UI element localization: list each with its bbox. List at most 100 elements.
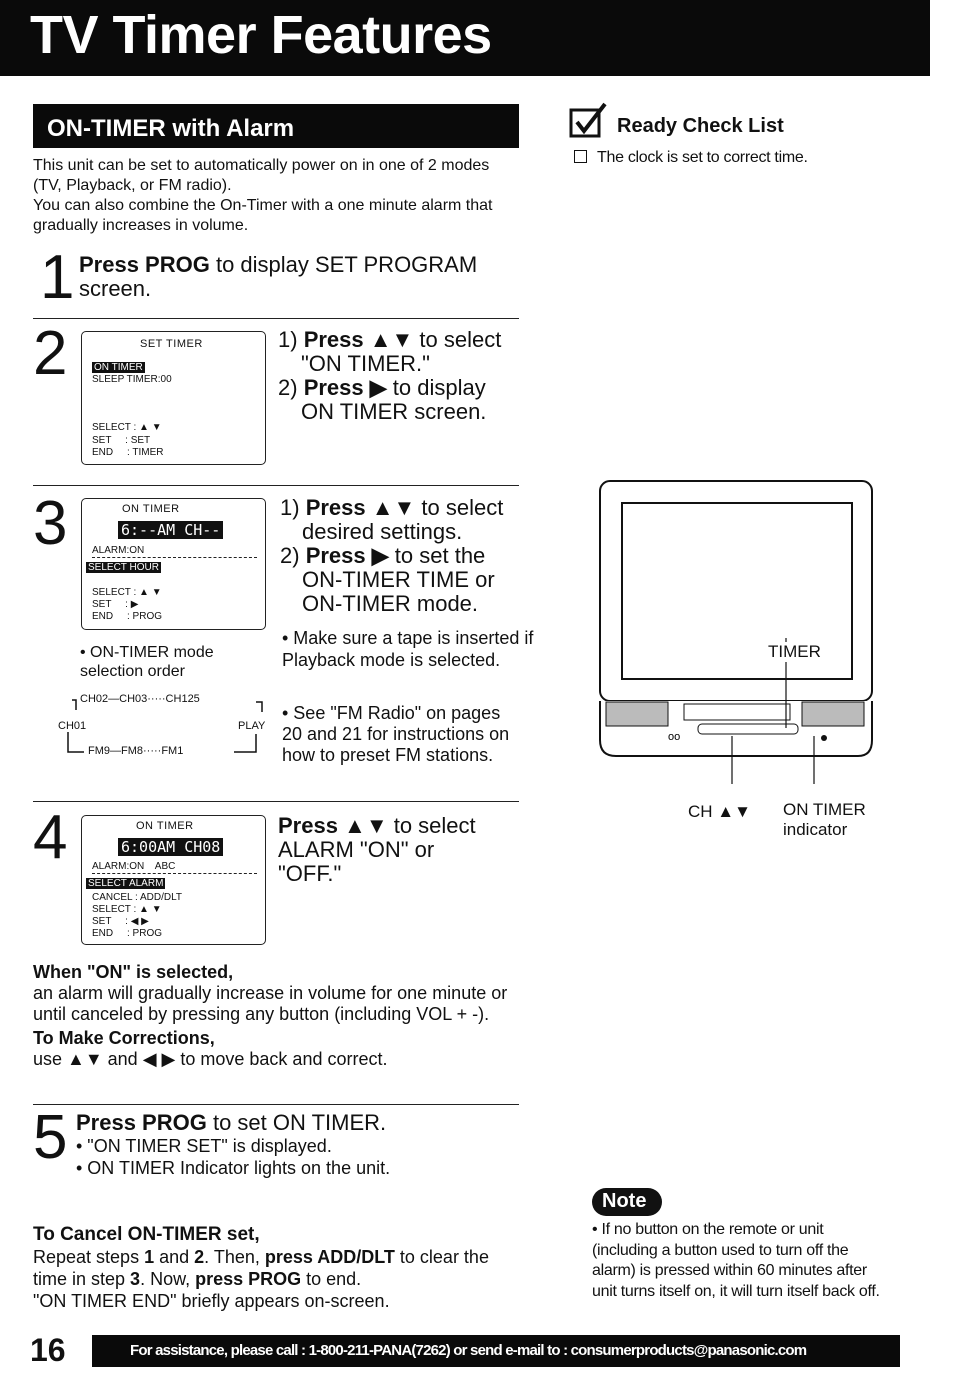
corrections-title: To Make Corrections,: [33, 1028, 215, 1048]
step-5-bullet-1: • "ON TIMER SET" is displayed.: [76, 1136, 332, 1156]
on-timer-label-1: ON TIMER: [783, 800, 866, 819]
intro-paragraph-1: This unit can be set to automatically po…: [33, 157, 490, 194]
screen-highlight: SELECT HOUR: [86, 562, 161, 573]
instr-text: to select: [387, 813, 476, 838]
note-badge-label: Note: [602, 1190, 647, 1212]
when-on-title: When "ON" is selected,: [33, 962, 234, 982]
screen-select: SELECT : ▲ ▼: [92, 587, 162, 598]
screen-highlight: SELECT ALARM: [86, 878, 166, 889]
step-1-bold: Press PROG: [79, 252, 210, 277]
cancel-block: To Cancel ON-TIMER set, Repeat steps 1 a…: [33, 1224, 523, 1312]
screen-set: SET : ◀ ▶: [92, 916, 149, 927]
tv-illustration: oo: [599, 480, 873, 784]
instr-num: 1): [278, 327, 298, 352]
page-number: 16: [30, 1332, 66, 1368]
page-header-bar: TV Timer Features: [0, 0, 930, 76]
tv-on-timer-label: ON TIMER indicator: [783, 800, 866, 840]
cancel-text-2: "ON TIMER END" briefly appears on-screen…: [33, 1291, 390, 1311]
screen-set: SET : SET: [92, 435, 151, 446]
step-4-screen: ON TIMER 6:00AM CH08 ALARM:ON ABC SELECT…: [81, 815, 266, 945]
intro-paragraph-2: You can also combine the On-Timer with a…: [33, 197, 493, 234]
ready-title: Ready Check List: [617, 115, 784, 137]
divider-4: [33, 1104, 519, 1105]
screen-title: ON TIMER: [136, 820, 194, 832]
step-5-bold: Press PROG: [76, 1110, 207, 1135]
screen-set: SET : ▶: [92, 599, 139, 610]
order-bottom: FM9—FM8·····FM1: [88, 745, 184, 757]
checkbox-icon: [574, 150, 587, 163]
note-text: • If no button on the remote or unit (in…: [592, 1221, 880, 1300]
screen-end: END : PROG: [92, 928, 163, 939]
divider-1: [33, 318, 519, 319]
instr-bold: Press ▲▼: [278, 813, 388, 838]
svg-text:oo: oo: [668, 731, 680, 743]
step-3-bullet-1: • Make sure a tape is inserted if Playba…: [282, 628, 534, 670]
when-on-block: When "ON" is selected, an alarm will gra…: [33, 962, 513, 1070]
screen-alarm: ALARM:ON: [92, 545, 257, 558]
screen-line: SLEEP TIMER:00: [92, 374, 172, 385]
instr-num: 2): [278, 375, 298, 400]
step-2-instructions: 1) Press ▲▼ to select "ON TIMER." 2) Pre…: [278, 328, 518, 424]
instr-cont: desired settings.: [302, 519, 463, 544]
section-title: ON-TIMER with Alarm: [47, 115, 295, 142]
instr-cont: ON-TIMER TIME or: [302, 567, 495, 592]
instr-cont: "OFF.": [278, 861, 342, 886]
instr-text: to select: [413, 327, 502, 352]
instr-text: to display: [386, 375, 486, 400]
instr-num: 2): [280, 543, 300, 568]
order-loop-lines: [67, 699, 263, 753]
tv-ch-label: CH ▲▼: [688, 802, 751, 821]
checkbox-checked-icon: [569, 102, 607, 138]
step-1-text: Press PROG to display SET PROGRAM screen…: [79, 253, 509, 301]
screen-end: END : TIMER: [92, 447, 164, 458]
step-2-screen: SET TIMER ON TIMER SLEEP TIMER:00 SELECT…: [81, 331, 266, 465]
instr-text: to set the: [388, 543, 486, 568]
screen-alarm: ALARM:ON ABC: [92, 861, 257, 874]
mode-order-note: • ON-TIMER mode selection order: [80, 644, 214, 680]
step-2-number: 2: [33, 319, 68, 388]
screen-highlight: ON TIMER: [92, 362, 145, 373]
screen-title: ON TIMER: [122, 503, 180, 515]
screen-lcd: 6:00AM CH08: [118, 838, 224, 856]
step-5-number: 5: [33, 1103, 68, 1172]
instr-cont: "ON TIMER.": [301, 351, 430, 376]
corrections-text: use ▲▼ and ◀ ▶ to move back and correct.: [33, 1049, 388, 1069]
instr-bold: Press ▲▼: [305, 495, 416, 520]
step-3-instructions: 1) Press ▲▼ to select desired settings. …: [280, 496, 530, 616]
order-right: PLAY: [238, 720, 266, 732]
instr-bold: Press ▲▼: [303, 327, 414, 352]
intro-text: This unit can be set to automatically po…: [33, 156, 518, 236]
page-title: TV Timer Features: [30, 5, 492, 65]
step-4-instructions: Press ▲▼ to select ALARM "ON" or "OFF.": [278, 814, 518, 886]
when-on-text: an alarm will gradually increase in volu…: [33, 983, 508, 1024]
screen-title: SET TIMER: [140, 338, 203, 350]
order-left: CH01: [58, 720, 87, 732]
instr-bold: Press ▶: [305, 543, 389, 568]
screen-select: SELECT : ▲ ▼: [92, 422, 162, 433]
footer-bar: For assistance, please call : 1-800-211-…: [92, 1335, 900, 1367]
cancel-title: To Cancel ON-TIMER set,: [33, 1224, 260, 1245]
tv-timer-label: TIMER: [766, 642, 823, 662]
step-3-bullet-2: • See "FM Radio" on pages 20 and 21 for …: [282, 703, 510, 765]
step-1-number: 1: [40, 243, 75, 312]
divider-3: [33, 801, 519, 802]
instr-num: 1): [280, 495, 300, 520]
step-3-screen: ON TIMER 6:--AM CH-- ALARM:ON SELECT HOU…: [81, 498, 266, 630]
step-3-number: 3: [33, 489, 68, 558]
footer-text: For assistance, please call : 1-800-211-…: [130, 1342, 807, 1359]
screen-select: SELECT : ▲ ▼: [92, 904, 162, 915]
note-badge: Note: [592, 1188, 662, 1216]
mode-order-diagram: CH02—CH03·····CH125 CH01 PLAY FM9—FM8···…: [56, 688, 276, 768]
step-5-text: Press PROG to set ON TIMER. • "ON TIMER …: [76, 1111, 516, 1179]
instr-cont: ALARM "ON" or: [278, 837, 435, 862]
screen-lcd: 6:--AM CH--: [118, 521, 224, 539]
instr-cont: ON-TIMER mode.: [302, 591, 479, 616]
step-5-rest: to set ON TIMER.: [206, 1110, 387, 1135]
cancel-text: Repeat steps 1 and 2. Then, press ADD/DL…: [33, 1247, 489, 1289]
instr-cont: ON TIMER screen.: [301, 399, 487, 424]
ready-item-1: The clock is set to correct time.: [597, 149, 808, 166]
order-top: CH02—CH03·····CH125: [80, 693, 200, 705]
section-header: ON-TIMER with Alarm: [33, 104, 519, 148]
step-1-rest: to display SET PROGRAM screen.: [79, 252, 478, 301]
step-4-number: 4: [33, 803, 68, 872]
